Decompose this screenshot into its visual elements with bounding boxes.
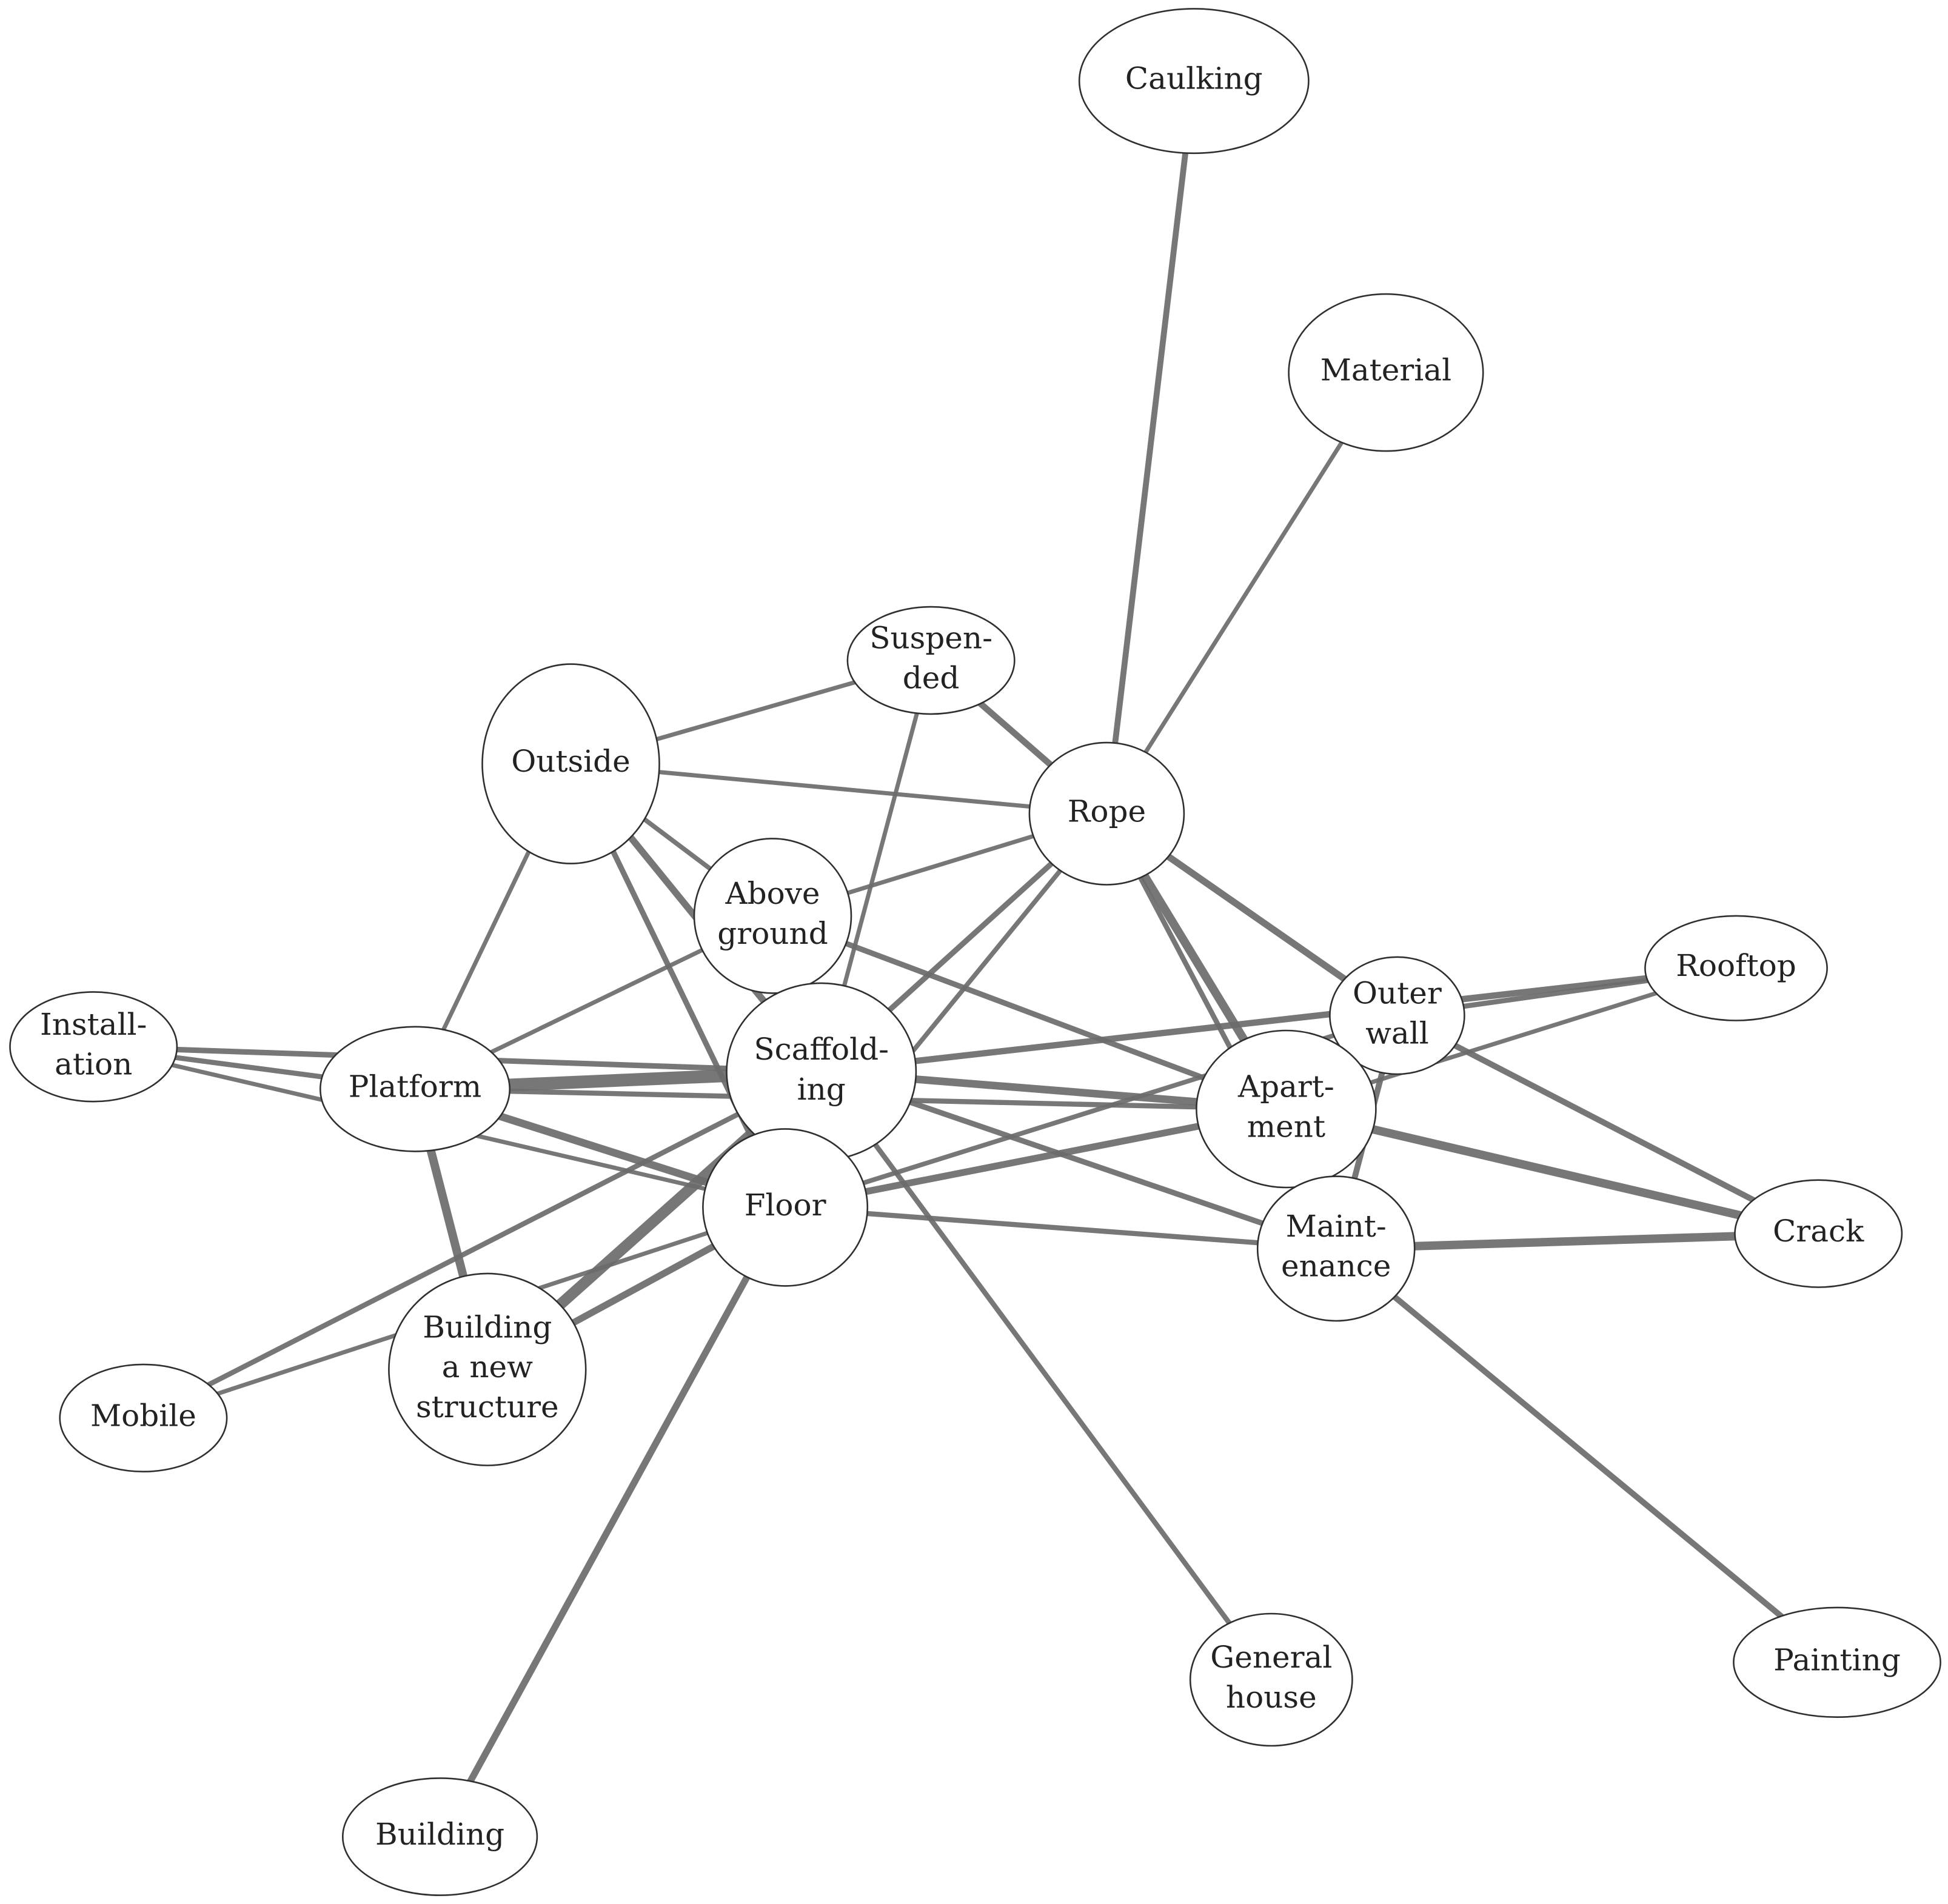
node-label: enance xyxy=(1281,1249,1391,1284)
node-rope[interactable]: Rope xyxy=(1028,741,1185,886)
node-label: Above xyxy=(725,876,820,911)
nodes-layer: CaulkingMaterialSuspen-dedOutsideRopeAbo… xyxy=(9,8,1941,1896)
node-suspended[interactable]: Suspen-ded xyxy=(846,606,1016,715)
node-above-ground[interactable]: Above ground xyxy=(693,838,852,994)
node-ellipse xyxy=(846,606,1016,715)
node-label: Platform xyxy=(349,1069,481,1104)
node-maintenance[interactable]: Maint-enance xyxy=(1256,1175,1416,1322)
node-floor[interactable]: Floor xyxy=(702,1128,869,1287)
node-ellipse xyxy=(1288,293,1484,452)
node-ellipse xyxy=(1256,1175,1416,1322)
node-label: a new xyxy=(442,1349,533,1385)
node-ellipse xyxy=(59,1363,228,1473)
node-label: Apart- xyxy=(1237,1069,1334,1104)
node-painting[interactable]: Painting xyxy=(1733,1606,1941,1719)
node-ellipse xyxy=(1189,1612,1353,1747)
node-outside[interactable]: Outside xyxy=(481,663,660,864)
node-ellipse xyxy=(1733,1606,1941,1719)
node-label: Scaffold- xyxy=(754,1032,889,1067)
node-ellipse xyxy=(1734,1179,1903,1288)
node-crack[interactable]: Crack xyxy=(1734,1179,1903,1288)
node-label: Floor xyxy=(745,1187,826,1223)
node-ellipse xyxy=(1644,915,1828,1021)
node-label: Building xyxy=(375,1817,504,1852)
node-general-house[interactable]: General house xyxy=(1189,1612,1353,1747)
node-caulking[interactable]: Caulking xyxy=(1078,8,1310,155)
edge-scaffolding-general-house xyxy=(818,1069,1274,1683)
node-ellipse xyxy=(9,991,178,1103)
node-label: Painting xyxy=(1773,1642,1901,1677)
node-building-new-structure[interactable]: Building a new structure xyxy=(388,1272,587,1466)
node-label: Mobile xyxy=(90,1398,196,1433)
edges-layer xyxy=(90,78,1840,1840)
node-material[interactable]: Material xyxy=(1288,293,1484,452)
edge-outside-rope xyxy=(569,761,1109,816)
node-rooftop[interactable]: Rooftop xyxy=(1644,915,1828,1021)
node-label: Outside xyxy=(511,744,631,779)
node-ellipse xyxy=(1078,8,1310,155)
node-platform[interactable]: Platform xyxy=(319,1026,510,1152)
node-label: ing xyxy=(797,1072,846,1107)
node-ellipse xyxy=(1196,1029,1377,1189)
edge-rooftop-scaffolding xyxy=(818,964,1739,1075)
node-label: ground xyxy=(717,916,828,951)
node-label: Crack xyxy=(1773,1214,1864,1249)
node-scaffolding[interactable]: Scaffold-ing xyxy=(726,982,917,1161)
edge-material-rope xyxy=(1104,370,1388,816)
node-outer-wall[interactable]: Outer wall xyxy=(1329,956,1465,1075)
node-ellipse xyxy=(1028,741,1185,886)
node-label: Material xyxy=(1320,353,1451,388)
node-mobile[interactable]: Mobile xyxy=(59,1363,228,1473)
node-ellipse xyxy=(388,1272,587,1466)
node-label: Outer xyxy=(1353,976,1442,1011)
node-label: ation xyxy=(55,1047,132,1082)
node-label: house xyxy=(1226,1680,1317,1715)
node-ellipse xyxy=(319,1026,510,1152)
edge-floor-maintenance xyxy=(782,1204,1339,1252)
edge-outer-wall-crack xyxy=(1394,1012,1822,1237)
node-label: Suspen- xyxy=(869,621,992,656)
edge-caulking-rope xyxy=(1103,78,1197,817)
node-ellipse xyxy=(1329,956,1465,1075)
edge-maintenance-painting xyxy=(1333,1245,1840,1666)
node-label: Caulking xyxy=(1125,61,1263,96)
node-label: structure xyxy=(416,1389,559,1425)
edge-apartment-crack xyxy=(1282,1104,1823,1238)
node-label: ment xyxy=(1247,1109,1325,1144)
node-building[interactable]: Building xyxy=(341,1777,538,1896)
node-label: wall xyxy=(1365,1015,1429,1051)
node-ellipse xyxy=(341,1777,538,1896)
node-ellipse xyxy=(481,663,660,864)
node-ellipse xyxy=(693,838,852,994)
edge-scaffolding-mobile xyxy=(141,1069,824,1421)
node-label: Maint- xyxy=(1286,1209,1387,1244)
edge-floor-building xyxy=(436,1204,789,1840)
node-label: ded xyxy=(903,660,960,695)
node-label: Install- xyxy=(40,1007,147,1042)
node-label: Rope xyxy=(1068,793,1146,829)
node-label: Building xyxy=(423,1309,552,1344)
node-installation[interactable]: Install-ation xyxy=(9,991,178,1103)
node-apartment[interactable]: Apart-ment xyxy=(1196,1029,1377,1189)
node-label: General xyxy=(1210,1640,1332,1675)
node-label: Rooftop xyxy=(1676,948,1796,983)
node-ellipse xyxy=(702,1128,869,1287)
